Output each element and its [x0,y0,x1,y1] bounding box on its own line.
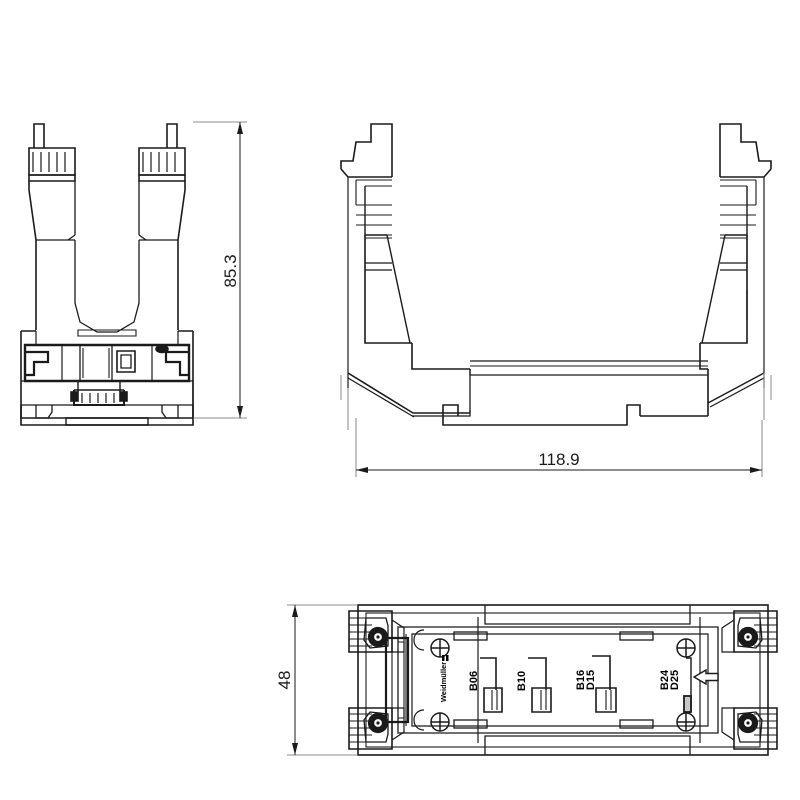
corner-clamp-top-left [348,610,405,653]
brand-mark-icon [446,655,449,661]
dimension-width-text: 118.9 [538,450,579,469]
cross-screw-icon [676,712,696,732]
arrow-left-icon [692,668,719,686]
brand-mark-icon [442,655,445,661]
module-marker-b10 [528,657,552,713]
label-module-b16: B16 [575,670,587,690]
module-marker-b16-d15 [592,655,617,713]
dimension-depth: 48 [275,604,358,756]
label-module-b06: B06 [468,671,480,691]
cross-screw-icon [430,638,450,658]
side-elevation-view [340,123,772,430]
front-elevation-view [20,123,194,426]
dimension-width: 118.9 [355,418,763,477]
dimension-height-text: 85.3 [221,254,240,287]
label-module-b10: B10 [516,671,528,691]
cross-screw-icon [676,638,696,658]
label-module-d25: D25 [669,670,681,690]
corner-clamp-top-right [721,610,778,653]
brand-label: Weidmüller [439,662,448,702]
corner-clamp-bottom-left [348,707,405,750]
bottom-plan-view [348,604,778,756]
dimension-depth-text: 48 [275,671,294,690]
module-marker-b06 [480,657,503,713]
corner-clamp-bottom-right [721,707,778,750]
cross-screw-icon [430,712,450,732]
label-module-d15: D15 [585,670,597,690]
dimension-height: 85.3 [193,121,247,419]
label-module-b24: B24 [659,669,671,690]
